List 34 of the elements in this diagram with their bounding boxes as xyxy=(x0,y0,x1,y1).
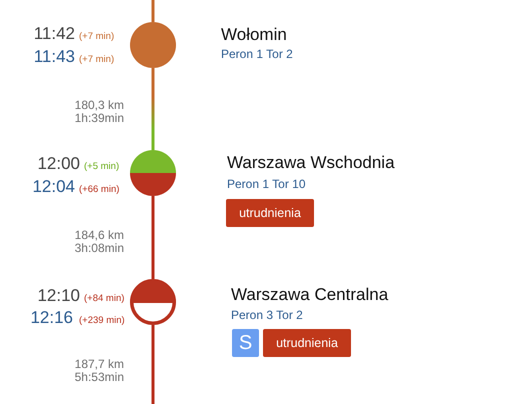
track-line xyxy=(152,196,154,279)
station-marker xyxy=(130,279,176,325)
track-line xyxy=(152,68,154,150)
station-name: Warszawa Centralna xyxy=(231,285,388,305)
station-marker xyxy=(130,150,176,196)
platform-info: Peron 3 Tor 2 xyxy=(231,308,303,322)
travel-time-label: 5h:53min xyxy=(74,370,124,384)
platform-info: Peron 1 Tor 2 xyxy=(221,47,293,61)
arrival-time: 11:42 xyxy=(34,24,75,44)
distance-label: 184,6 km xyxy=(74,228,124,242)
platform-info: Peron 1 Tor 10 xyxy=(227,177,306,191)
delay-note: (+5 min) xyxy=(84,160,120,172)
track-line xyxy=(152,325,154,404)
station-marker xyxy=(130,22,176,68)
delay-note: (+66 min) xyxy=(79,184,120,194)
track-line xyxy=(152,0,154,22)
delay-note: (+239 min) xyxy=(79,314,125,326)
distance-label: 187,7 km xyxy=(74,357,124,371)
station-name: Wołomin xyxy=(221,25,287,45)
delay-note: (+84 min) xyxy=(84,292,124,304)
arrival-time: 12:00 xyxy=(37,154,80,174)
station-name: Warszawa Wschodnia xyxy=(227,153,395,173)
departure-time: 12:04 xyxy=(32,177,75,197)
disruption-badge: utrudnienia xyxy=(263,329,351,357)
distance-label: 180,3 km xyxy=(74,98,124,112)
delay-note: (+7 min) xyxy=(79,54,114,64)
departure-time: 12:16 xyxy=(30,308,73,328)
delay-note: (+7 min) xyxy=(79,30,114,42)
travel-time-label: 3h:08min xyxy=(74,241,124,255)
travel-time-label: 1h:39min xyxy=(74,111,124,125)
arrival-time: 12:10 xyxy=(37,286,80,306)
departure-time: 11:43 xyxy=(34,47,75,67)
disruption-badge: utrudnienia xyxy=(226,199,314,227)
letter-badge: S xyxy=(232,329,259,357)
